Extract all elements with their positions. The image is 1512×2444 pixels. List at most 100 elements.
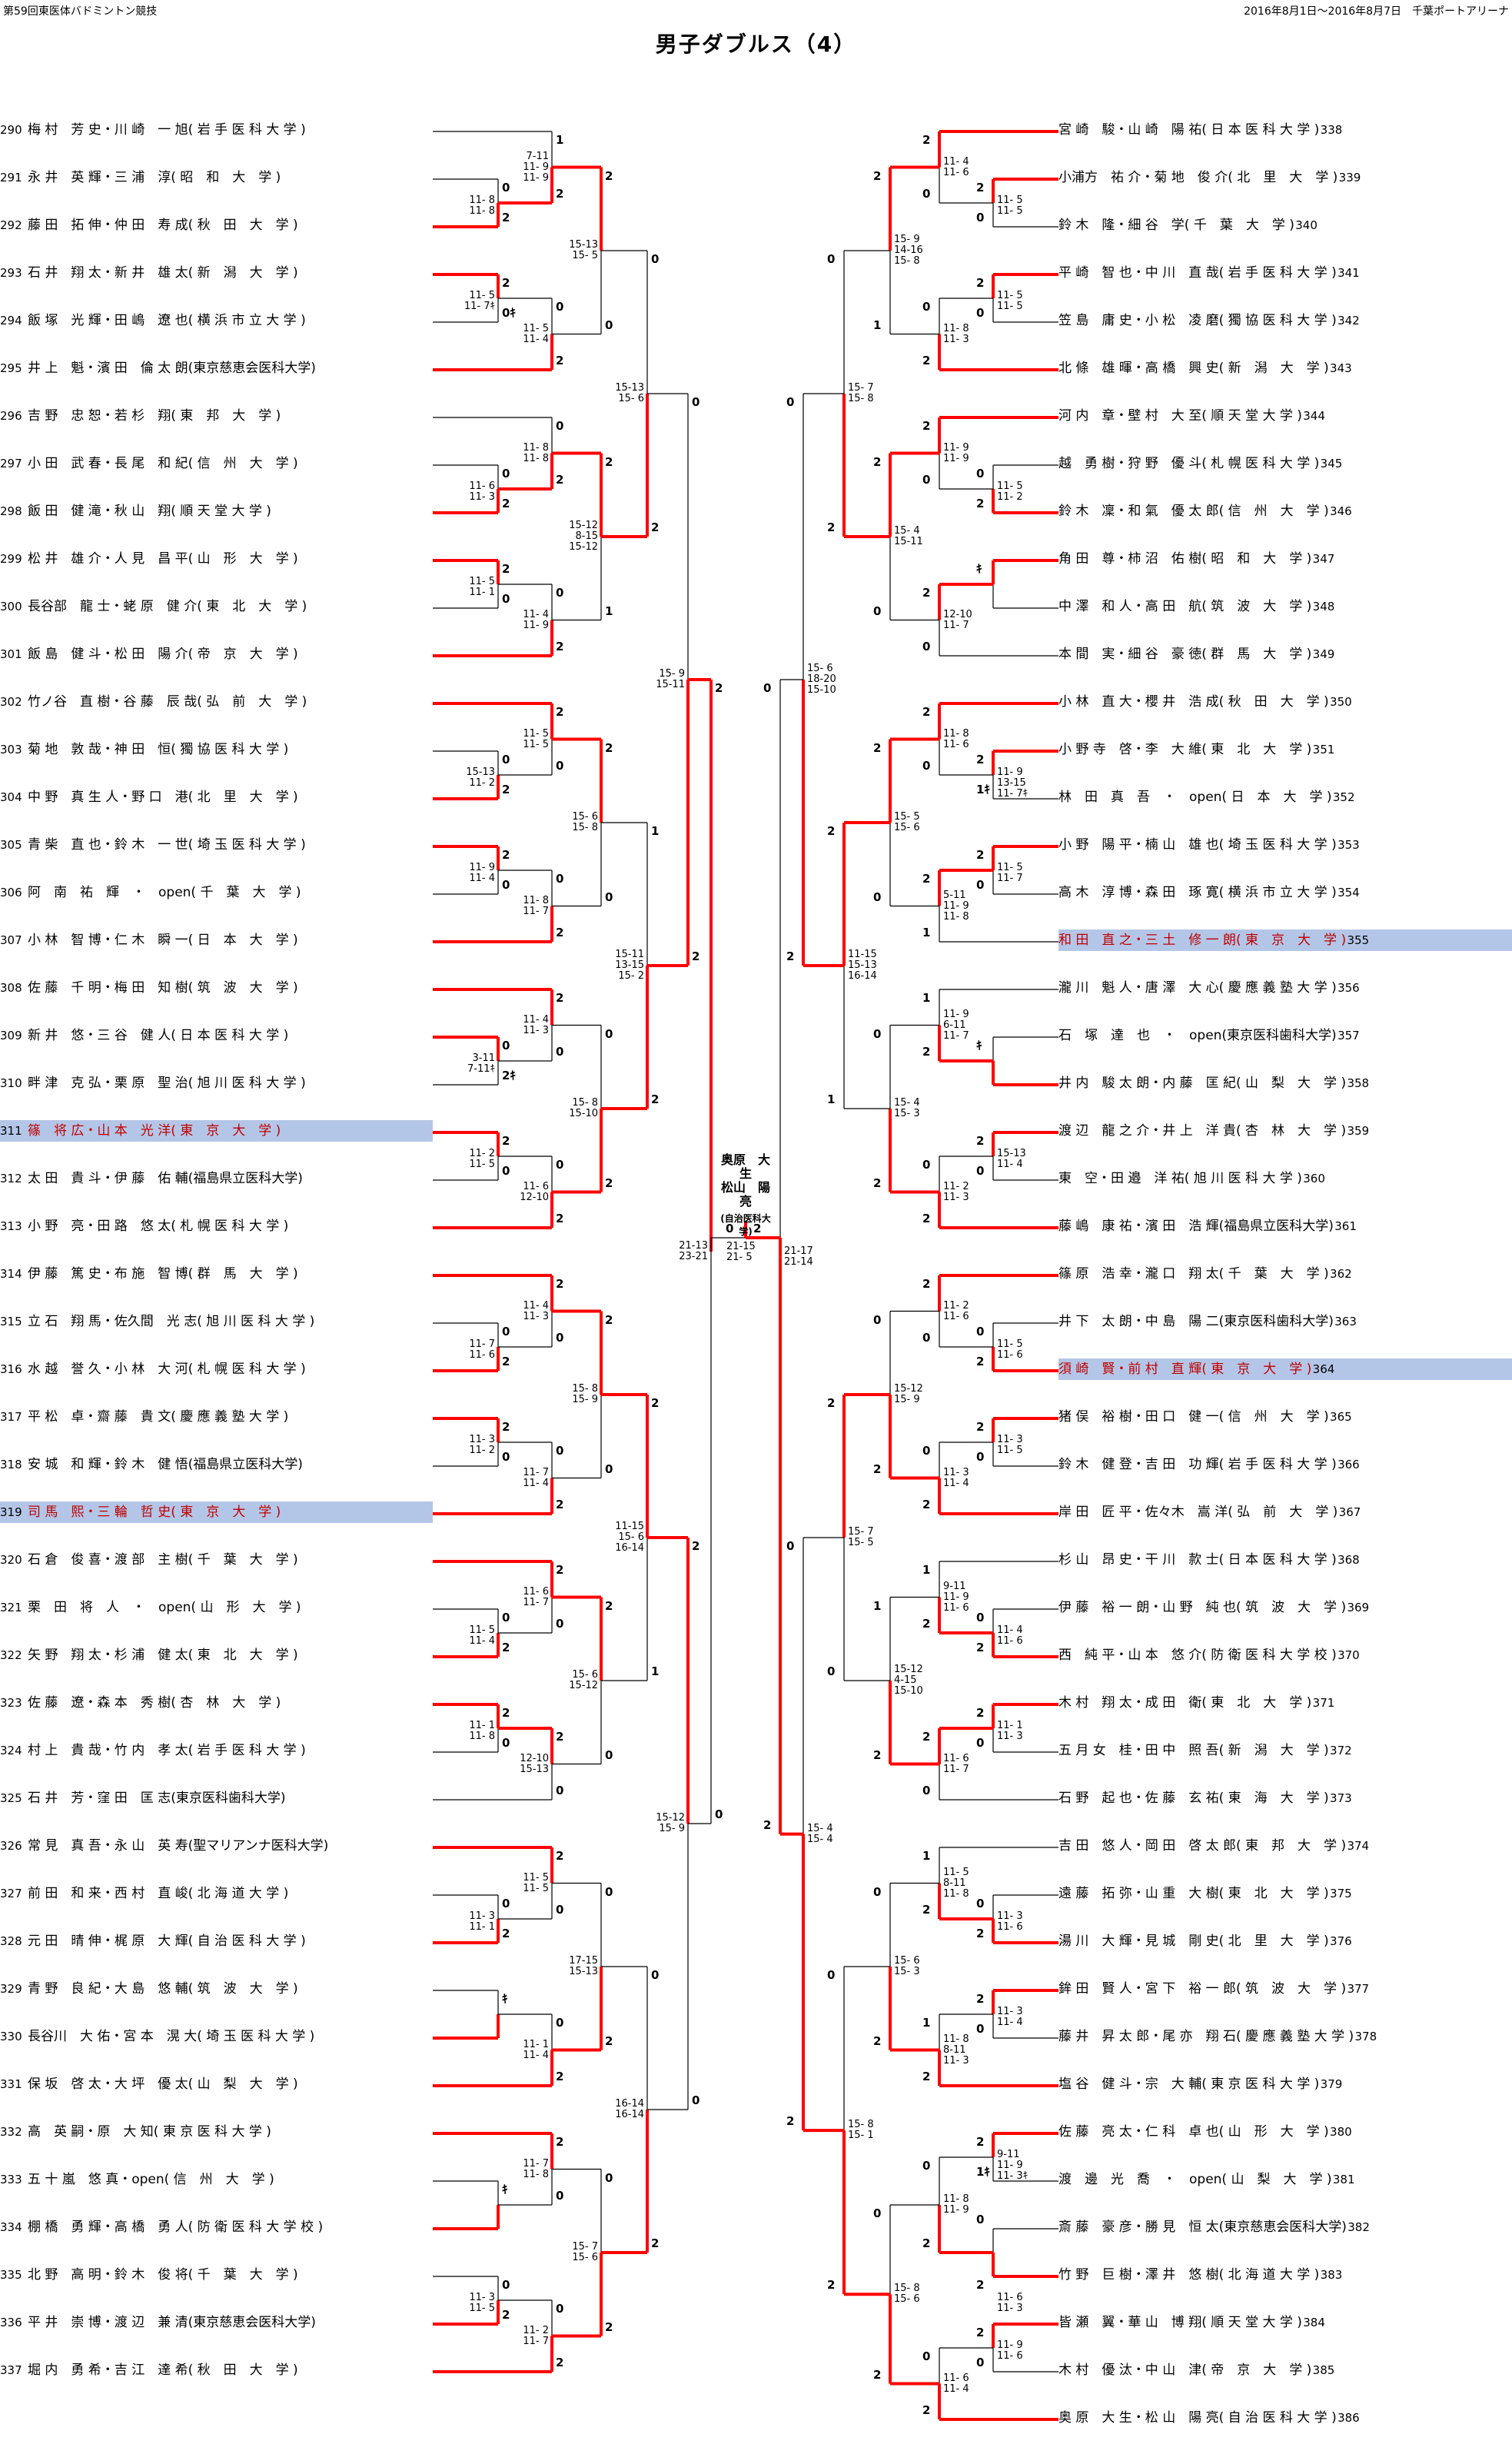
team-name: 小浦方 祐 介・菊 地 俊 介( 北 里 大 学 ) <box>1058 170 1338 185</box>
game-scores: 15- 8 15- 6 <box>894 2283 920 2306</box>
set-score-b: 2 <box>922 2236 931 2250</box>
team-name: 中 澤 和 人・高 田 航( 筑 波 大 学 ) <box>1058 599 1312 614</box>
seed-number: 345 <box>1320 457 1343 471</box>
team-name: 立 石 翔 馬・佐久間 光 志( 旭 川 医 科 大 学 ) <box>28 1314 315 1329</box>
final-score-left: 0 <box>726 1222 734 1235</box>
seed-number: 303 <box>0 743 22 756</box>
set-score-b: 0 <box>922 1331 931 1345</box>
entry-349: 本 間 実・細 谷 豪 徳( 群 馬 大 学 )349 <box>1058 643 1512 665</box>
team-name: 矢 野 翔 太・杉 浦 健 太( 東 北 大 学 ) <box>28 1648 298 1663</box>
team-name: 鈴 木 隆・細 谷 学( 千 葉 大 学 ) <box>1058 218 1294 233</box>
team-name: 本 間 実・細 谷 豪 徳( 群 馬 大 学 ) <box>1058 647 1312 662</box>
set-score-a: 2 <box>502 1420 510 1434</box>
seed-number: 353 <box>1338 838 1360 852</box>
team-name: 木 村 翔 太・成 田 衛( 東 北 大 学 ) <box>1058 1695 1312 1711</box>
entry-372: 五 月 女 桂・田 中 照 吾( 新 潟 大 学 )372 <box>1058 1740 1512 1761</box>
set-score-a: 0 <box>786 395 795 409</box>
seed-number: 351 <box>1312 743 1335 756</box>
set-score-b: 0 <box>976 1450 985 1464</box>
entry-377: 鉾 田 賢 人・宮 下 裕 一 郎( 筑 波 大 学 )377 <box>1058 1978 1512 2000</box>
set-score-b: 2 <box>976 497 985 510</box>
set-score-b: 0 <box>502 592 510 606</box>
dates-venue: 2016年8月1日～2016年8月7日 千葉ポートアリーナ <box>1244 5 1509 18</box>
entry-357: 石 塚 達 也 ・ open(東京医科歯科大学)357 <box>1058 1025 1512 1046</box>
seed-number: 385 <box>1312 2363 1335 2377</box>
game-scores: 11- 8 11- 9 <box>943 2193 969 2216</box>
set-score-b: 2 <box>556 2070 564 2083</box>
set-score-a: 2 <box>922 133 931 147</box>
team-name: 渡 辺 龍 之 介・井 上 洋 貴( 杏 林 大 学 ) <box>1058 1123 1347 1139</box>
set-score-a: 1 <box>873 1598 882 1613</box>
set-score-b: 2 <box>786 949 795 963</box>
team-name: 河 内 章・壁 村 大 至( 順 天 堂 大 学 ) <box>1058 408 1302 424</box>
set-score-a: 0 <box>556 1444 564 1458</box>
set-score-b: 2 <box>556 1498 564 1511</box>
game-scores: 11- 5 11- 4 <box>469 1624 495 1647</box>
set-score-b: 0 <box>827 1664 836 1678</box>
set-score-b: 2 <box>976 1355 985 1368</box>
set-score-b: 2 <box>873 2367 882 2382</box>
game-scores: 11- 4 11- 3 <box>523 1299 549 1322</box>
team-name: 藤 田 拓 伸・仲 田 寿 成( 秋 田 大 学 ) <box>28 218 298 233</box>
seed-number: 339 <box>1338 171 1361 185</box>
team-name: 井 下 太 朗・中 島 陽 二(東京医科歯科大学) <box>1058 1314 1334 1329</box>
team-name: 平 松 卓・齋 藤 貴 文( 慶 應 義 塾 大 学 ) <box>28 1409 289 1425</box>
seed-number: 298 <box>0 504 22 518</box>
game-scores: 11- 3 11- 4 <box>997 2006 1023 2028</box>
game-scores: 11- 6 11- 7 <box>943 1752 969 1775</box>
team-name: 栗 田 将 人 ・ open( 山 形 大 学 ) <box>28 1600 301 1615</box>
set-score-b: 2 <box>605 2319 613 2334</box>
team-name: 五 十 嵐 悠 真・open( 信 州 大 学 ) <box>28 2172 274 2187</box>
set-score-b: 2 <box>976 1927 985 1940</box>
entry-374: 吉 田 悠 人・岡 田 啓 太 郎( 東 邦 大 学 )374 <box>1058 1835 1512 1857</box>
set-score-a: 2 <box>976 2278 985 2292</box>
set-score-a: 2 <box>827 1396 836 1410</box>
game-scores: 15- 7 15- 6 <box>572 2241 598 2263</box>
seed-number: 292 <box>0 218 22 232</box>
game-scores: 11- 8 8-11 11- 3 <box>943 2033 969 2067</box>
game-scores: 11- 3 11- 4 <box>943 1466 969 1489</box>
team-name: 飯 島 健 斗・松 田 陽 介( 帝 京 大 学 ) <box>28 647 298 662</box>
set-score-b: 2 <box>502 1641 510 1654</box>
seed-number: 376 <box>1330 1934 1352 1948</box>
entry-363: 井 下 太 朗・中 島 陽 二(東京医科歯科大学)363 <box>1058 1311 1512 1332</box>
set-score-b: 0 <box>976 211 985 224</box>
game-scores: 11- 5 11- 5 <box>523 727 549 750</box>
seed-number: 309 <box>0 1029 22 1042</box>
set-score-a: 2 <box>873 454 882 469</box>
seed-number: 366 <box>1338 1458 1360 1471</box>
set-score-b: 0 <box>556 1045 564 1059</box>
team-name: 塩 谷 健 斗・宗 大 輔( 東 京 医 科 大 学 ) <box>1058 2077 1320 2092</box>
seed-number: 313 <box>0 1219 22 1233</box>
seed-number: 369 <box>1347 1601 1370 1614</box>
set-score-a: 1 <box>922 991 931 1005</box>
seed-number: 330 <box>0 2030 22 2043</box>
game-scores: 11- 1 11- 3 <box>997 1720 1023 1742</box>
game-scores: 11- 5 11- 5 <box>997 195 1023 217</box>
game-scores: 11-15 15- 6 16-14 <box>615 1521 644 1554</box>
set-score-a: 0 <box>827 252 836 266</box>
seed-number: 377 <box>1347 1982 1370 1996</box>
game-scores: 11- 9 13-15 11- 7ｷ <box>997 766 1028 800</box>
team-name: 佐 藤 遼・森 本 秀 樹( 杏 林 大 学 ) <box>28 1695 281 1711</box>
set-score-a: 1 <box>556 133 564 147</box>
set-score-a: 0 <box>873 1884 882 1899</box>
game-scores: 11- 3 11- 6 <box>997 1910 1023 1933</box>
seed-number: 361 <box>1334 1219 1357 1233</box>
game-scores: 15- 7 15- 5 <box>848 1526 874 1548</box>
team-name: 村 上 貴 哉・竹 内 孝 太( 岩 手 医 科 大 学 ) <box>28 1743 306 1758</box>
set-score-b: 0 <box>502 878 510 892</box>
seed-number: 350 <box>1330 695 1352 709</box>
team-name: 井 上 魁・濱 田 倫 太 朗(東京慈恵会医科大学) <box>28 361 316 376</box>
game-scores: 11- 5 11- 7ｷ <box>464 290 495 312</box>
